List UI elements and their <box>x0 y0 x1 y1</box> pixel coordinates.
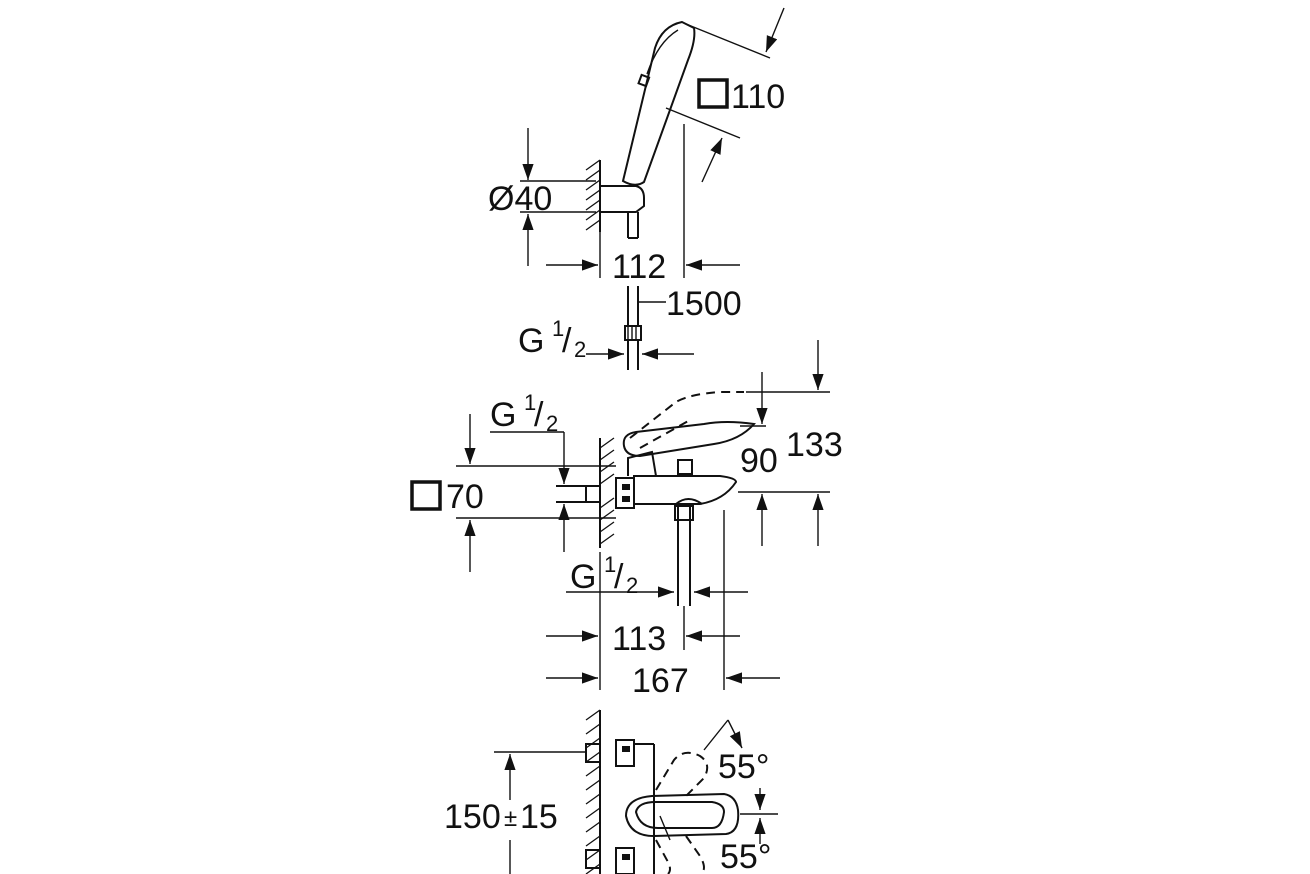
height-90-label: 90 <box>740 442 778 480</box>
centres-tolerance-15: 15 <box>520 798 558 836</box>
hand-shower <box>621 20 696 186</box>
diverter-knob <box>677 459 693 475</box>
hose-length-1500-label: 1500 <box>666 285 742 323</box>
height-133-label: 133 <box>786 426 843 464</box>
inlet-thread-slash: / <box>534 396 544 434</box>
inlet-thread-num: 1 <box>524 390 536 415</box>
outlet-thread-slash: / <box>614 558 624 596</box>
shower-holder <box>600 185 645 213</box>
projection-112-label: 112 <box>612 248 666 286</box>
escutcheon <box>615 477 635 509</box>
lever-rotated-up <box>655 751 709 797</box>
hose-thread-slash: / <box>562 322 572 360</box>
projection-113-label: 113 <box>612 620 666 658</box>
outlet-thread-num: 1 <box>604 552 616 577</box>
lower-inlet <box>585 849 601 869</box>
centres-150-label: 150 <box>444 798 501 836</box>
wall-hatching <box>585 159 601 231</box>
angle-55-up-label: 55° <box>718 748 769 786</box>
lever-open-outline <box>629 391 744 439</box>
upper-inlet <box>585 743 601 763</box>
mixer-front-view: G 1 / 2 70 90 133 G 1 / 2 113 <box>410 340 843 700</box>
hose-thread-den: 2 <box>574 337 586 362</box>
mixer-body-spout <box>633 475 738 505</box>
inlet-thread-den: 2 <box>546 411 558 436</box>
outlet-thread-den: 2 <box>626 573 638 598</box>
projection-167-label: 167 <box>632 662 689 700</box>
angle-55-down-label: 55° <box>720 838 771 874</box>
square-symbol-icon <box>410 480 442 511</box>
wall-hatching <box>585 709 601 874</box>
square-symbol-icon <box>697 78 729 109</box>
inlet-connector <box>585 485 601 503</box>
wall-hatching <box>599 437 615 545</box>
hose-thread-num: 1 <box>552 316 564 341</box>
inlet-thread-g: G <box>490 396 516 434</box>
outlet-thread-g: G <box>570 558 596 596</box>
lever-closed <box>622 421 756 458</box>
aerator <box>675 498 703 505</box>
square-70-label: 70 <box>446 478 484 516</box>
handshower-view: 110 Ø40 112 1500 G 1 / 2 <box>488 7 785 370</box>
square-110-label: 110 <box>731 78 785 116</box>
centres-plus-minus: ± <box>504 805 517 832</box>
hose-thread-g: G <box>518 322 544 360</box>
lever-top-view <box>624 792 740 838</box>
mixer-side-view: 150 ± 15 55° 55° <box>444 709 778 874</box>
hose-nut <box>624 325 642 341</box>
diameter-40-label: Ø40 <box>488 180 552 218</box>
